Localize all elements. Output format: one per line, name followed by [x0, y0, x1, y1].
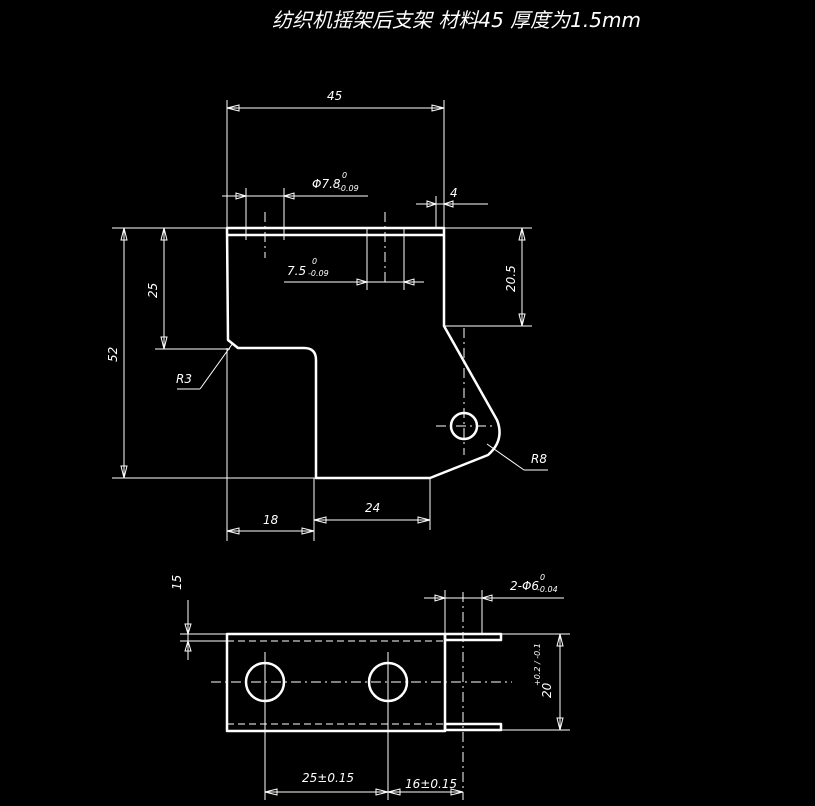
dim-4: 4 [416, 186, 488, 228]
dim-25-015: 25±0.15 [264, 771, 389, 796]
dim-slot: 7.5 0 -0.09 [284, 240, 424, 290]
dim-20-5-label: 20.5 [504, 265, 518, 292]
dim-20-label: 20 [540, 682, 554, 698]
part-outline [225, 226, 501, 480]
main-view [225, 212, 501, 480]
dim-4-label: 4 [450, 186, 458, 200]
dim-2-holes: 2-Φ6 0 -0.04 [424, 573, 564, 634]
dim-slot-label: 7.5 [287, 264, 306, 278]
dim-52-label: 52 [106, 347, 120, 362]
dim-18-label: 18 [263, 513, 279, 527]
dim-20: 20 +0.2 / -0.1 [501, 633, 570, 731]
dim-2-holes-label: 2-Φ6 [510, 579, 539, 593]
dim-1-5: 15 [170, 575, 227, 660]
bottom-view [211, 592, 512, 800]
dim-18: 18 [226, 348, 315, 541]
dim-52: 52 [106, 227, 316, 479]
r3-label: R3 [176, 372, 192, 386]
svg-text:0: 0 [540, 573, 545, 582]
drawing-title: 纺织机摇架后支架 材料45 厚度为1.5mm [272, 8, 641, 32]
dim-45-label: 45 [327, 89, 342, 103]
svg-text:0: 0 [312, 257, 317, 266]
dim-1-5-label: 15 [170, 575, 184, 590]
dim-24: 24 [313, 478, 431, 530]
dim-25-015-label: 25±0.15 [302, 771, 354, 785]
tab-bottom [443, 722, 503, 732]
svg-text:-0.09: -0.09 [338, 184, 359, 193]
dim-25-label: 25 [146, 283, 160, 298]
svg-text:-0.04: -0.04 [537, 585, 558, 594]
svg-text:0: 0 [342, 171, 347, 180]
leader-r8: R8 [486, 443, 548, 471]
dim-25: 25 [146, 227, 230, 350]
dim-hole-dia-label: Φ7.8 [312, 177, 341, 191]
dim-16-015: 16±0.15 [387, 777, 464, 796]
dim-24-label: 24 [365, 501, 380, 515]
svg-text:+0.2 / -0.1: +0.2 / -0.1 [533, 643, 542, 686]
dim-16-015-label: 16±0.15 [405, 777, 457, 791]
dim-hole-dia: Φ7.8 0 -0.09 [222, 171, 368, 228]
dim-45: 45 [226, 89, 445, 228]
tab-top [443, 632, 503, 642]
leader-r3: R3 [176, 342, 234, 390]
svg-text:-0.09: -0.09 [308, 269, 329, 278]
dim-20-5: 20.5 [444, 227, 532, 327]
r8-label: R8 [531, 452, 547, 466]
